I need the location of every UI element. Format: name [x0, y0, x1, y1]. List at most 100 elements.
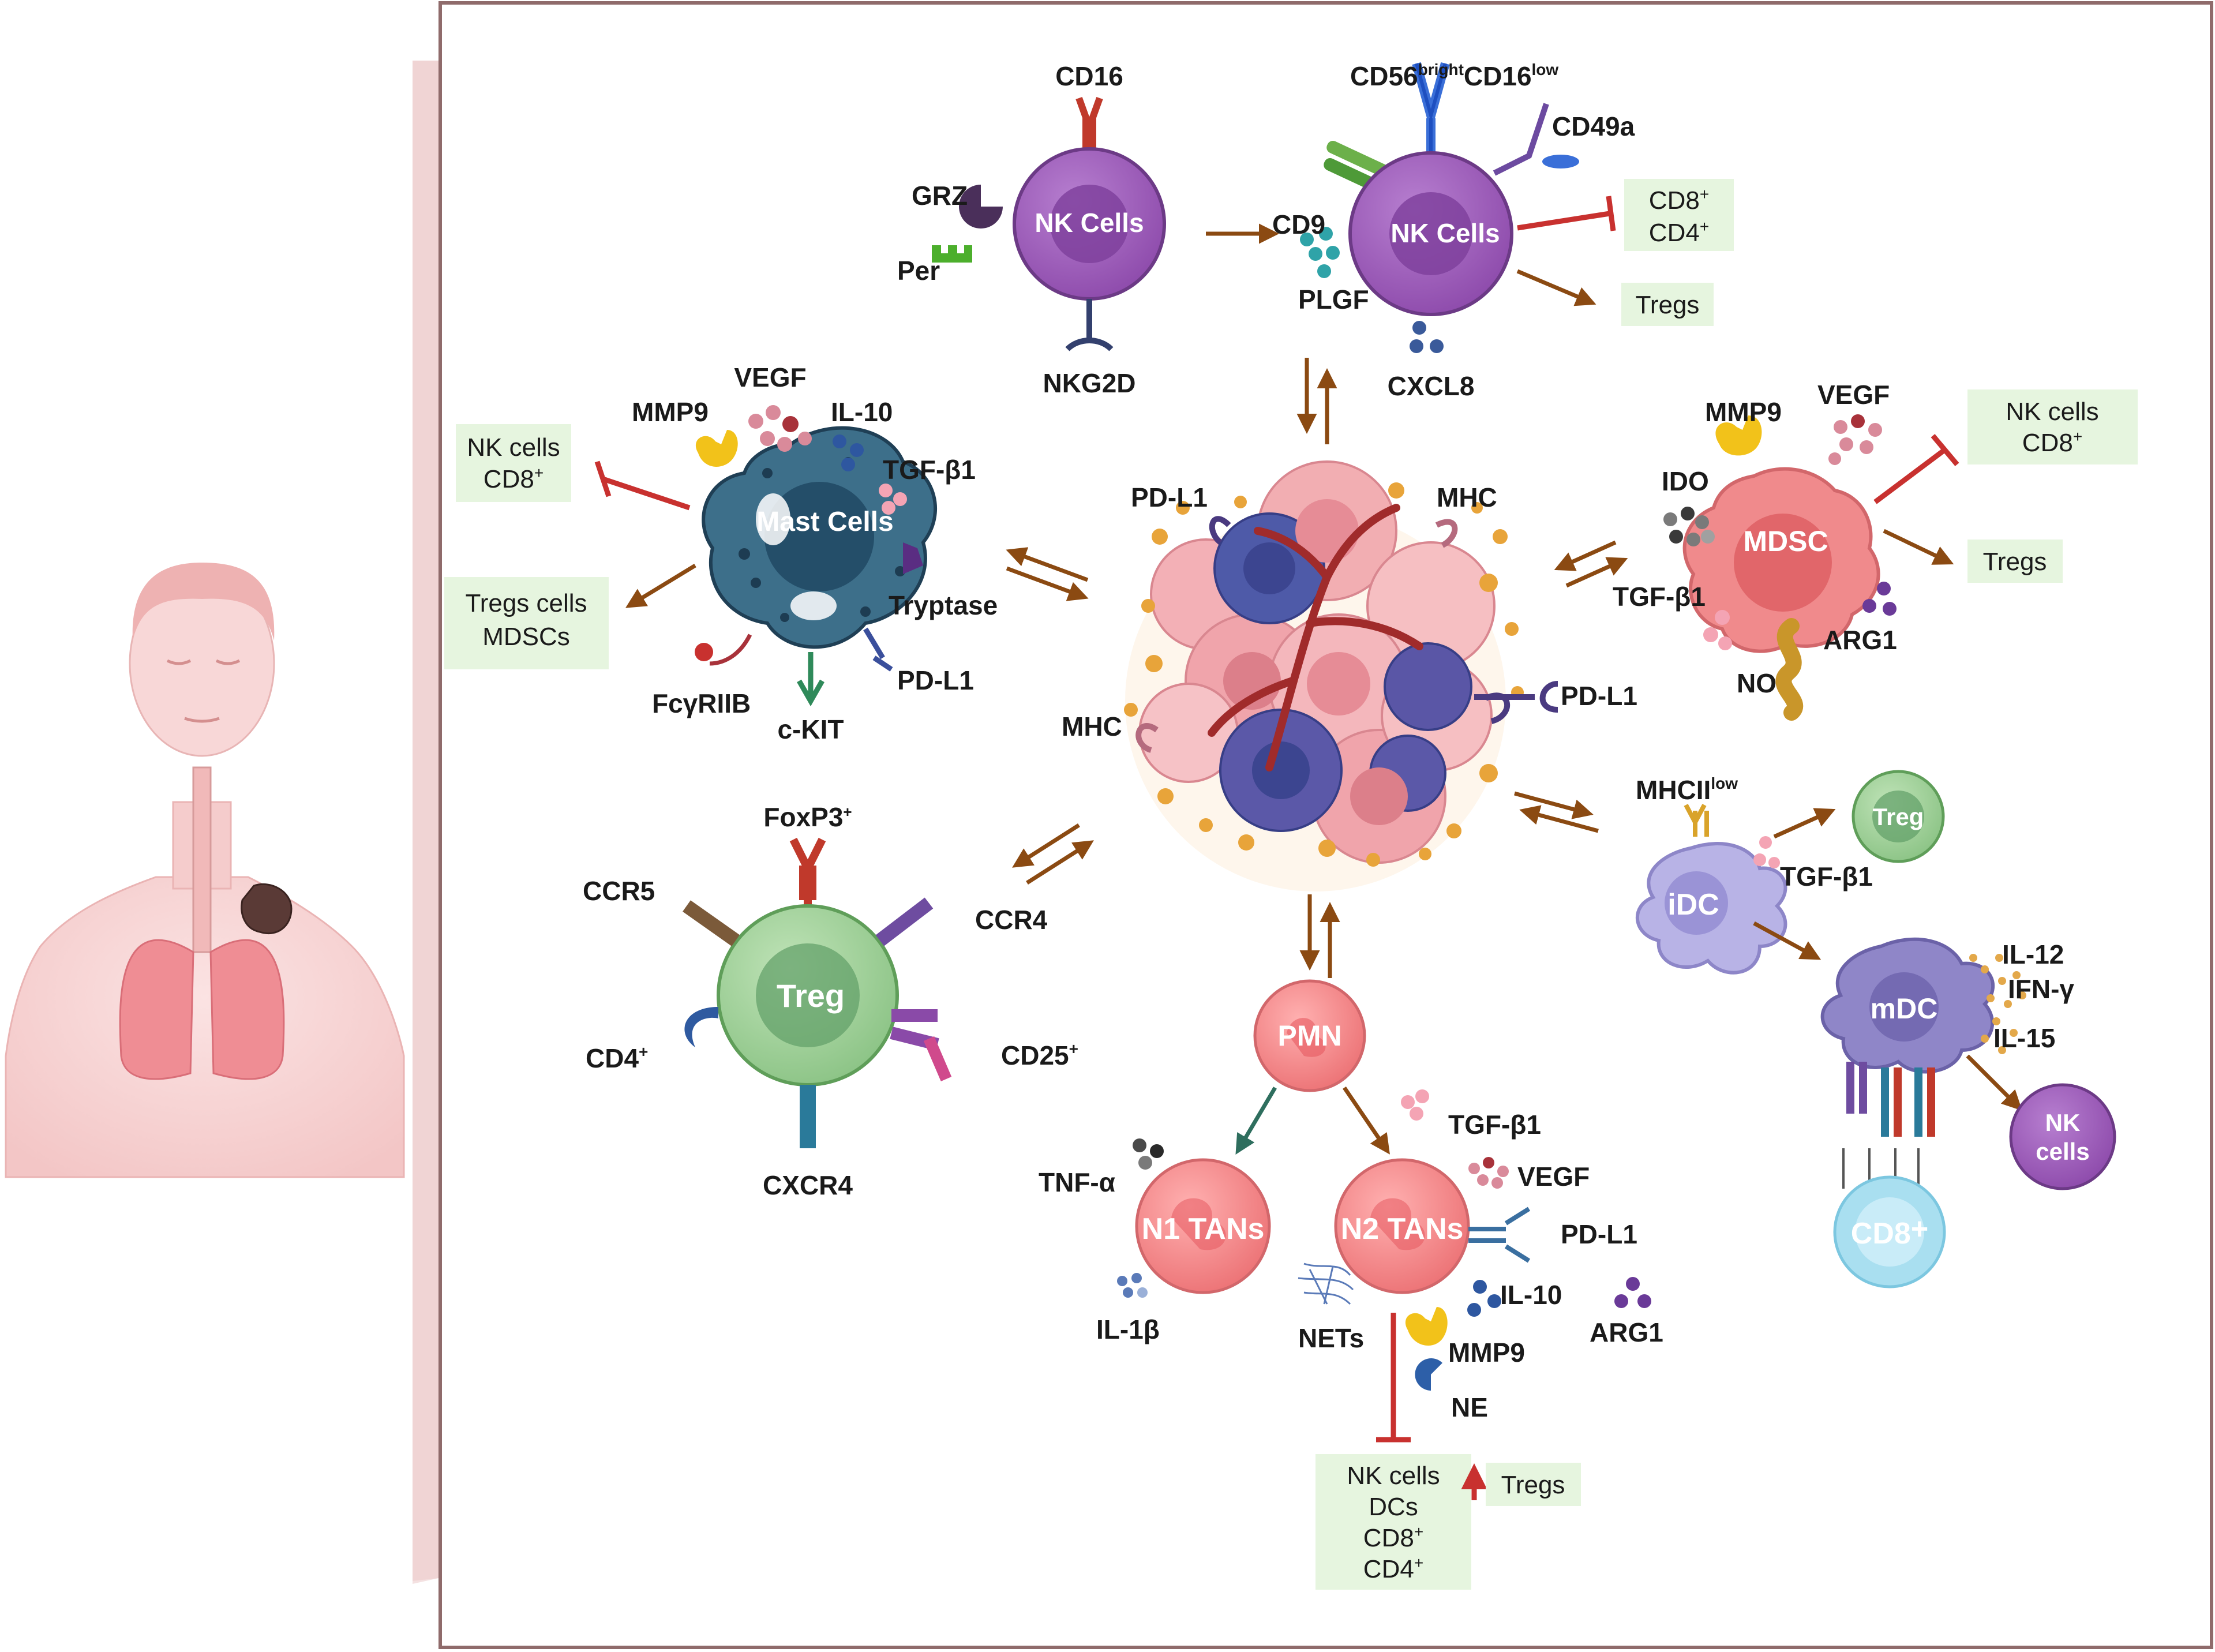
mast-promotes-tregs: Tregs cells — [465, 589, 587, 617]
tumor-mhc-top-label: MHC — [1437, 482, 1497, 512]
dc-nk-line1: NK — [2045, 1109, 2081, 1136]
n2-vegf-label: VEGF — [1517, 1162, 1590, 1192]
n2-mmp9-icon — [1405, 1307, 1448, 1346]
n2-inhibits-cd4: CD4+ — [1363, 1554, 1423, 1583]
idc-title: iDC — [1667, 888, 1719, 921]
mast-title: Mast Cells — [756, 507, 893, 537]
plgf-particles-icon — [1300, 227, 1340, 278]
mdsc-inhibits-cd8: CD8+ — [2022, 428, 2082, 457]
n2-mmp9-label: MMP9 — [1448, 1338, 1525, 1368]
cd4-receptor-icon — [684, 1007, 718, 1047]
nk-tregs-box — [1621, 283, 1714, 326]
treg-foxp3-label: FoxP3+ — [763, 802, 852, 832]
mast-tgfb1-label: TGF-β1 — [883, 455, 976, 485]
lung-tumor-icon — [241, 883, 293, 935]
mast-tgfb1-particles-icon — [879, 484, 907, 515]
tumor-mass — [1124, 460, 1524, 891]
n1-il1b-label: IL-1β — [1096, 1314, 1160, 1344]
arrow-tumor-from-mdsc — [1554, 540, 1617, 571]
mdsc-mmp9-label: MMP9 — [1705, 397, 1782, 427]
mast-vegf-particles-icon — [748, 405, 812, 452]
treg-cd25-label: CD25+ — [1001, 1040, 1078, 1070]
n2-tregs-box — [1486, 1463, 1581, 1506]
n2-tan-cell — [1298, 1089, 1651, 1391]
mdsc-mmp9-icon — [1715, 415, 1762, 456]
n2-pdl1-receptor-icon — [1468, 1207, 1531, 1263]
arrow-tumor-to-idc — [1514, 791, 1594, 819]
nk-tumor-cd49a-label: CD49a — [1552, 111, 1635, 141]
mdsc-ido-label: IDO — [1662, 466, 1709, 496]
diagram-frame — [438, 1, 2213, 1649]
mast-promotes-box — [444, 577, 609, 669]
idc-cell — [1636, 804, 1787, 975]
n1-tan-cell — [1117, 1138, 1271, 1298]
arrow-mdsc-to-tregs — [1883, 529, 1954, 565]
n2-tgfb1-particles-icon — [1401, 1089, 1429, 1121]
nk-tumor-plgf-label: PLGF — [1298, 284, 1369, 314]
arrow-tumor-to-mast — [1006, 547, 1089, 582]
no-molecule-icon — [1775, 618, 1804, 721]
mdc-cell — [1820, 937, 2026, 1189]
arrow-nk-to-tregs — [1516, 269, 1596, 306]
nk-naive-cd16-label: CD16 — [1055, 61, 1123, 91]
n1-title: N1 TANs — [1142, 1212, 1265, 1246]
nk-naive-nkg2d-label: NKG2D — [1043, 368, 1135, 398]
n2-inhibits-cd8: CD8+ — [1363, 1523, 1423, 1552]
arrow-idc-to-treg — [1773, 808, 1836, 839]
tumor-mhc-left-label: MHC — [1062, 711, 1122, 741]
mdc-title: mDC — [1871, 992, 1938, 1025]
mdsc-tgfb1-particles-icon — [1703, 610, 1732, 650]
nets-icon — [1298, 1263, 1354, 1305]
n2-arg1-particles-icon — [1614, 1277, 1651, 1308]
ccr5-receptor-icon — [683, 900, 740, 946]
mdsc-title: MDSC — [1743, 525, 1828, 557]
n2-tregs-label: Tregs — [1501, 1471, 1565, 1499]
human-body-illustration — [5, 61, 438, 1581]
pmn-cell — [1253, 979, 1366, 1092]
cd56-receptor-icon — [1415, 63, 1447, 164]
tumor-pdl1-right-label: PD-L1 — [1561, 681, 1637, 711]
nk-tregs-label: Tregs — [1636, 291, 1700, 319]
il1b-particles-icon — [1117, 1273, 1148, 1298]
treg-cd4-label: CD4+ — [586, 1043, 648, 1073]
fcgr-receptor-icon — [695, 643, 713, 661]
mast-inhibits-nk: NK cells — [467, 433, 560, 462]
nk-cell-naive — [932, 96, 1166, 351]
mdc-il15-label: IL-15 — [1993, 1023, 2055, 1053]
inhibit-line-mdsc — [1873, 448, 1946, 504]
mast-il10-label: IL-10 — [831, 397, 893, 427]
treg-cell — [683, 837, 952, 1148]
mdsc-vegf-label: VEGF — [1817, 380, 1890, 410]
mdsc-inhibits-box — [1967, 389, 2138, 464]
n2-title: N2 TANs — [1341, 1212, 1464, 1246]
mhcii-receptor-icon — [1684, 804, 1709, 837]
n2-inhibits-nk: NK cells — [1347, 1462, 1440, 1490]
inhibit-line-mast — [602, 476, 691, 511]
tumor-pdl1-top-label: PD-L1 — [1131, 482, 1208, 512]
mdsc-tgfb1-label: TGF-β1 — [1613, 582, 1706, 612]
nk-inhibits-cd8: CD8+ — [1649, 185, 1709, 215]
mdsc-no-label: NO — [1737, 668, 1777, 698]
n2-inhibits-dcs: DCs — [1369, 1493, 1418, 1521]
arrow-mast-to-tumor — [1006, 566, 1089, 601]
mast-promotes-mdscs: MDSCs — [482, 623, 570, 651]
mast-il10-particles-icon — [833, 434, 864, 471]
nk-naive-per-label: Per — [897, 256, 940, 286]
n2-vegf-particles-icon — [1468, 1157, 1509, 1189]
n2-nets-label: NETs — [1298, 1323, 1364, 1353]
mast-inhibits-box — [456, 424, 571, 502]
tnfa-particles-icon — [1133, 1138, 1164, 1170]
mast-pdl1-receptor-icon — [863, 627, 893, 672]
dc-treg-title: Treg — [1873, 803, 1924, 830]
cytokine-particles-icon — [1969, 954, 2026, 1054]
ido-particles-icon — [1663, 507, 1715, 546]
arrow-mast-to-tregs — [625, 564, 696, 608]
treg-ccr4-label: CCR4 — [975, 905, 1048, 935]
mdc-receptors-icon — [1842, 1062, 1935, 1189]
cd49a-receptor-icon — [1493, 103, 1549, 176]
mdsc-arg1-label: ARG1 — [1823, 625, 1897, 655]
nk-tumor-cd56-label: CD56brightCD16low — [1350, 61, 1558, 91]
nk-tumor-cxcl8-label: CXCL8 — [1388, 371, 1475, 401]
idc-tgfb1-particles-icon — [1753, 836, 1780, 868]
nk-inhibits-cd4: CD4+ — [1649, 218, 1709, 247]
